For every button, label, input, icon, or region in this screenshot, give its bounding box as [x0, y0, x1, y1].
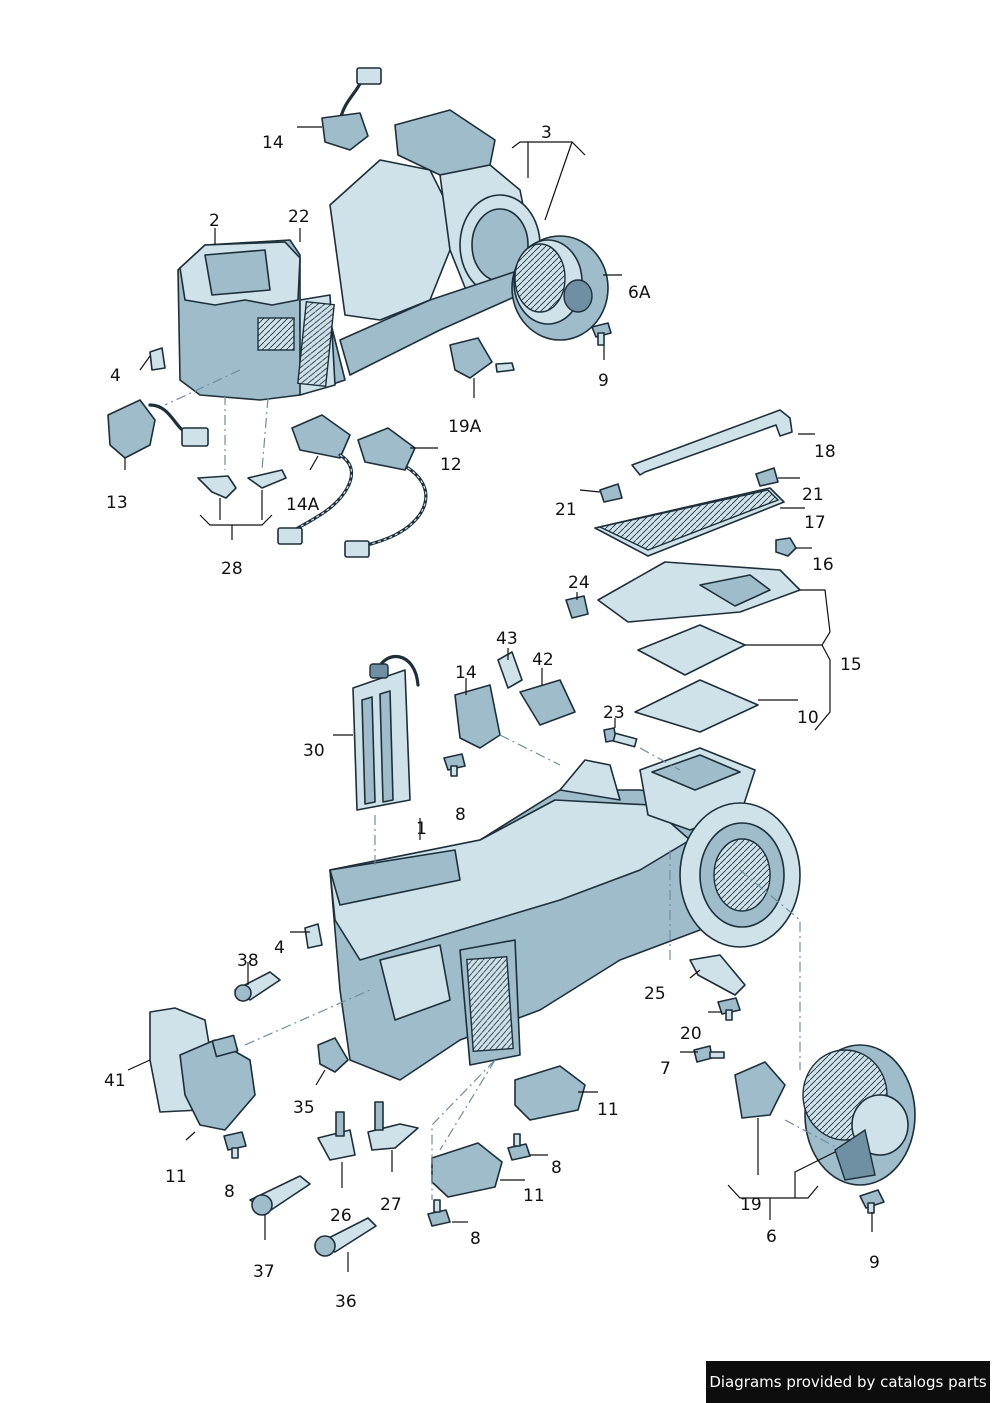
screw-8-left [223, 1131, 247, 1159]
blower-6a [511, 235, 609, 341]
callout-17: 17 [804, 513, 826, 533]
levers-28 [197, 469, 287, 499]
callout-23: 23 [603, 703, 625, 723]
screw-8-centerright [507, 1133, 531, 1161]
clip-21-left [599, 483, 623, 503]
upper-heater-housing [177, 109, 541, 401]
lever-36 [314, 1217, 377, 1257]
callout-36: 36 [335, 1292, 357, 1312]
callout-28: 28 [221, 559, 243, 579]
callout-15: 15 [840, 655, 862, 675]
screw-8-bottom [427, 1199, 451, 1227]
servo-35 [317, 1037, 349, 1073]
filter-bracket-18 [631, 409, 793, 476]
actuator-11-right [514, 1065, 586, 1121]
clip-21-right [755, 467, 779, 487]
actuator-14-mid [454, 684, 501, 749]
clip-24 [565, 595, 589, 619]
callout-19a: 19A [448, 417, 482, 437]
callout-19: 19 [740, 1195, 762, 1215]
callout-38: 38 [237, 951, 259, 971]
callout-22: 22 [288, 207, 310, 227]
callout-4-top: 4 [110, 366, 121, 386]
filter-17 [594, 487, 785, 557]
callout-4-mid: 4 [274, 938, 285, 958]
callout-9-bottom: 9 [869, 1253, 880, 1273]
credit-banner: Diagrams provided by catalogs parts [706, 1361, 990, 1403]
callout-42: 42 [532, 650, 554, 670]
callout-43: 43 [496, 629, 518, 649]
callout-21-right: 21 [802, 485, 824, 505]
callout-41: 41 [104, 1071, 126, 1091]
screw-20 [717, 997, 741, 1021]
lever-38 [234, 971, 281, 1002]
resistor-19 [734, 1061, 786, 1119]
main-heater-housing [329, 747, 801, 1081]
bracket-25 [689, 954, 746, 996]
callout-11-right: 11 [597, 1100, 619, 1120]
callout-3: 3 [541, 123, 552, 143]
actuator-14a [277, 414, 354, 545]
callout-37: 37 [253, 1262, 275, 1282]
nut-16 [775, 537, 797, 557]
actuator-12 [344, 427, 428, 558]
callout-27: 27 [380, 1195, 402, 1215]
callout-7: 7 [660, 1059, 671, 1079]
callout-25: 25 [644, 984, 666, 1004]
resistor-19a [449, 337, 515, 379]
callout-1: 1 [416, 819, 427, 839]
screw-7 [693, 1045, 725, 1063]
lever-26 [317, 1111, 356, 1161]
callout-30: 30 [303, 741, 325, 761]
callout-9-top: 9 [598, 371, 609, 391]
actuator-top [321, 67, 382, 151]
callout-18: 18 [814, 442, 836, 462]
heater-core-30 [352, 654, 420, 811]
callout-11-center: 11 [523, 1186, 545, 1206]
callout-8-left: 8 [224, 1182, 235, 1202]
callout-20: 20 [680, 1024, 702, 1044]
callout-14a: 14A [286, 495, 320, 515]
gasket-upper [637, 624, 746, 676]
callout-21-left: 21 [555, 500, 577, 520]
leader-lines [124, 126, 873, 1272]
callout-2: 2 [209, 211, 220, 231]
callout-16: 16 [812, 555, 834, 575]
callout-11-left: 11 [165, 1167, 187, 1187]
callout-35: 35 [293, 1098, 315, 1118]
callout-labels: 14 3 2 22 6A 9 4 19A 13 14A 12 28 18 21 … [104, 123, 880, 1312]
lever-37 [249, 1175, 311, 1216]
callout-13: 13 [106, 493, 128, 513]
sensor-23 [603, 727, 638, 748]
actuator-13 [107, 399, 209, 459]
callout-8-bottom: 8 [470, 1229, 481, 1249]
part-43 [497, 651, 523, 689]
callout-10: 10 [797, 708, 819, 728]
bracket-42 [519, 679, 576, 726]
callout-6: 6 [766, 1227, 777, 1247]
screw-9-bottom [859, 1189, 885, 1214]
actuator-41 [149, 1007, 256, 1131]
callout-8-centerright: 8 [551, 1158, 562, 1178]
filter-housing-15 [597, 561, 801, 623]
callout-26: 26 [330, 1206, 352, 1226]
lever-27 [367, 1101, 419, 1151]
callout-24: 24 [568, 573, 590, 593]
callout-14-mid: 14 [455, 663, 477, 683]
screw-9-top [591, 322, 612, 346]
clip-4-top [149, 347, 166, 371]
screw-8-mid [443, 753, 466, 777]
gasket-10 [634, 679, 759, 733]
blower-6 [802, 1044, 916, 1186]
actuator-11-center [431, 1142, 503, 1198]
callout-6a: 6A [628, 283, 651, 303]
clip-4-mid [304, 923, 323, 949]
callout-12: 12 [440, 455, 462, 475]
callout-14-top: 14 [262, 133, 284, 153]
callout-8-mid: 8 [455, 805, 466, 825]
